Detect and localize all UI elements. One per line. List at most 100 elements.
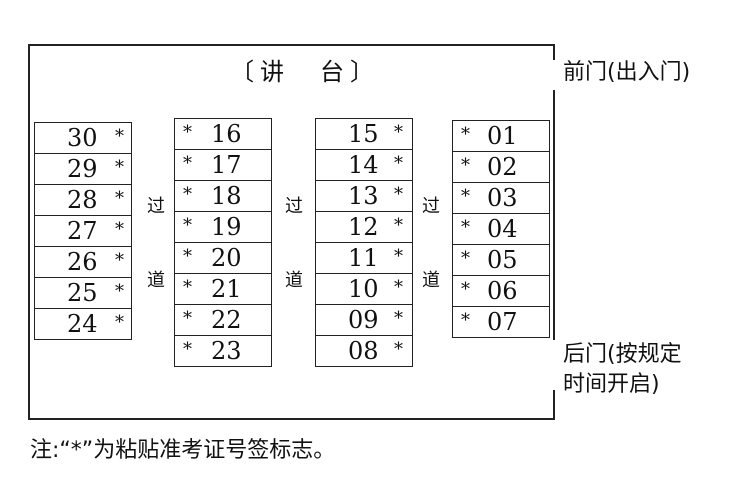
seat-cell: 22 * bbox=[175, 305, 271, 336]
ticket-label-marker: * bbox=[115, 219, 124, 240]
seat-cell: 25 * bbox=[35, 278, 131, 309]
seat-cell: 13 * bbox=[316, 181, 412, 212]
seat-cell: 15 * bbox=[316, 119, 412, 150]
seat-cell: 24* bbox=[35, 309, 131, 340]
seat-cell: 07 * bbox=[453, 307, 549, 338]
seat-number: 24 bbox=[67, 310, 98, 338]
ticket-label-marker: * bbox=[394, 339, 403, 360]
seat-cell: 11* bbox=[316, 243, 412, 274]
ticket-label-marker: * bbox=[183, 215, 192, 236]
ticket-label-marker: * bbox=[461, 279, 470, 300]
back-door-gap bbox=[548, 340, 556, 390]
ticket-label-marker: * bbox=[461, 310, 470, 331]
seat-column-4: 01*02*03*04*05*06*07* bbox=[452, 120, 550, 338]
seat-cell: 05 * bbox=[453, 245, 549, 276]
seat-number: 05 bbox=[487, 246, 518, 274]
ticket-label-marker: * bbox=[183, 122, 192, 143]
seat-cell: 30 * bbox=[35, 123, 131, 154]
exam-room-outline bbox=[28, 44, 555, 420]
seat-number: 17 bbox=[211, 151, 242, 179]
ticket-label-marker: * bbox=[394, 277, 403, 298]
aisle-2: 过 道 bbox=[285, 192, 303, 292]
front-door-gap bbox=[548, 60, 556, 90]
ticket-label-marker: * bbox=[461, 186, 470, 207]
seat-number: 16 bbox=[211, 120, 242, 148]
aisle-char: 过 bbox=[285, 196, 303, 217]
seat-number: 01 bbox=[487, 122, 518, 150]
seat-number: 15 bbox=[348, 120, 379, 148]
seat-cell: 19 * bbox=[175, 212, 271, 243]
aisle-1: 过 道 bbox=[147, 192, 165, 292]
seat-cell: 26 * bbox=[35, 247, 131, 278]
seat-cell: 06* bbox=[453, 276, 549, 307]
ticket-label-marker: * bbox=[183, 308, 192, 329]
front-wall bbox=[28, 44, 553, 46]
seat-number: 13 bbox=[348, 182, 379, 210]
seat-number: 10 bbox=[348, 275, 379, 303]
ticket-label-marker: * bbox=[183, 339, 192, 360]
seat-number: 18 bbox=[211, 182, 242, 210]
seat-cell: 12* bbox=[316, 212, 412, 243]
seat-cell: 10 * bbox=[316, 274, 412, 305]
seat-cell: 01 * bbox=[453, 121, 549, 152]
seat-cell: 14* bbox=[316, 150, 412, 181]
seat-cell: 23* bbox=[175, 336, 271, 367]
aisle-3: 过 道 bbox=[422, 192, 440, 292]
seat-cell: 16 * bbox=[175, 119, 271, 150]
seat-number: 28 bbox=[67, 186, 98, 214]
ticket-label-marker: * bbox=[461, 248, 470, 269]
seat-number: 03 bbox=[487, 184, 518, 212]
seat-cell: 21 * bbox=[175, 274, 271, 305]
seat-cell: 08 * bbox=[316, 336, 412, 367]
back-door-label-line2: 时间开启) bbox=[563, 372, 660, 397]
ticket-label-marker: * bbox=[183, 153, 192, 174]
ticket-label-marker: * bbox=[394, 122, 403, 143]
ticket-label-marker: * bbox=[115, 250, 124, 271]
ticket-label-marker: * bbox=[183, 277, 192, 298]
seat-cell: 03 * bbox=[453, 183, 549, 214]
seat-cell: 17 * bbox=[175, 150, 271, 181]
seat-number: 19 bbox=[211, 213, 242, 241]
seat-number: 25 bbox=[67, 279, 98, 307]
seat-cell: 28 * bbox=[35, 185, 131, 216]
seat-cell: 04 * bbox=[453, 214, 549, 245]
ticket-label-marker: * bbox=[394, 184, 403, 205]
seat-cell: 27 * bbox=[35, 216, 131, 247]
front-door-label: 前门(出入门) bbox=[563, 60, 691, 85]
back-door-label-line1: 后门(按规定 bbox=[563, 342, 682, 367]
ticket-label-marker: * bbox=[461, 155, 470, 176]
seat-column-3: 15 * 14*13 * 12*11*10 * 09*08 * bbox=[315, 118, 413, 367]
aisle-char: 过 bbox=[422, 196, 440, 217]
seat-cell: 09* bbox=[316, 305, 412, 336]
ticket-label-marker: * bbox=[115, 126, 124, 147]
aisle-char: 道 bbox=[422, 270, 440, 291]
ticket-label-marker: * bbox=[183, 246, 192, 267]
seat-column-2: 16*17*18*19*20*21*22*23* bbox=[174, 118, 272, 367]
seat-number: 07 bbox=[487, 308, 518, 336]
seat-number: 11 bbox=[348, 244, 379, 272]
seat-number: 27 bbox=[67, 217, 98, 245]
back-door-label: 后门(按规定 时间开启) bbox=[563, 340, 682, 400]
seat-number: 09 bbox=[348, 306, 379, 334]
seat-cell: 29* bbox=[35, 154, 131, 185]
seat-number: 26 bbox=[67, 248, 98, 276]
ticket-label-marker: * bbox=[461, 124, 470, 145]
seat-number: 08 bbox=[348, 337, 379, 365]
seat-number: 21 bbox=[211, 275, 242, 303]
ticket-label-marker: * bbox=[115, 188, 124, 209]
footnote: 注:“*”为粘贴准考证号签标志。 bbox=[30, 438, 336, 463]
seat-number: 04 bbox=[487, 215, 518, 243]
ticket-label-marker: * bbox=[115, 281, 124, 302]
seat-cell: 18* bbox=[175, 181, 271, 212]
seat-cell: 02 * bbox=[453, 152, 549, 183]
ticket-label-marker: * bbox=[461, 217, 470, 238]
seat-number: 29 bbox=[67, 155, 98, 183]
seat-number: 20 bbox=[211, 244, 242, 272]
aisle-char: 过 bbox=[147, 196, 165, 217]
seat-number: 22 bbox=[211, 306, 242, 334]
seat-number: 02 bbox=[487, 153, 518, 181]
podium-label: 〔讲 台〕 bbox=[230, 58, 380, 86]
seat-cell: 20 * bbox=[175, 243, 271, 274]
seat-number: 14 bbox=[348, 151, 379, 179]
seat-number: 30 bbox=[67, 124, 98, 152]
